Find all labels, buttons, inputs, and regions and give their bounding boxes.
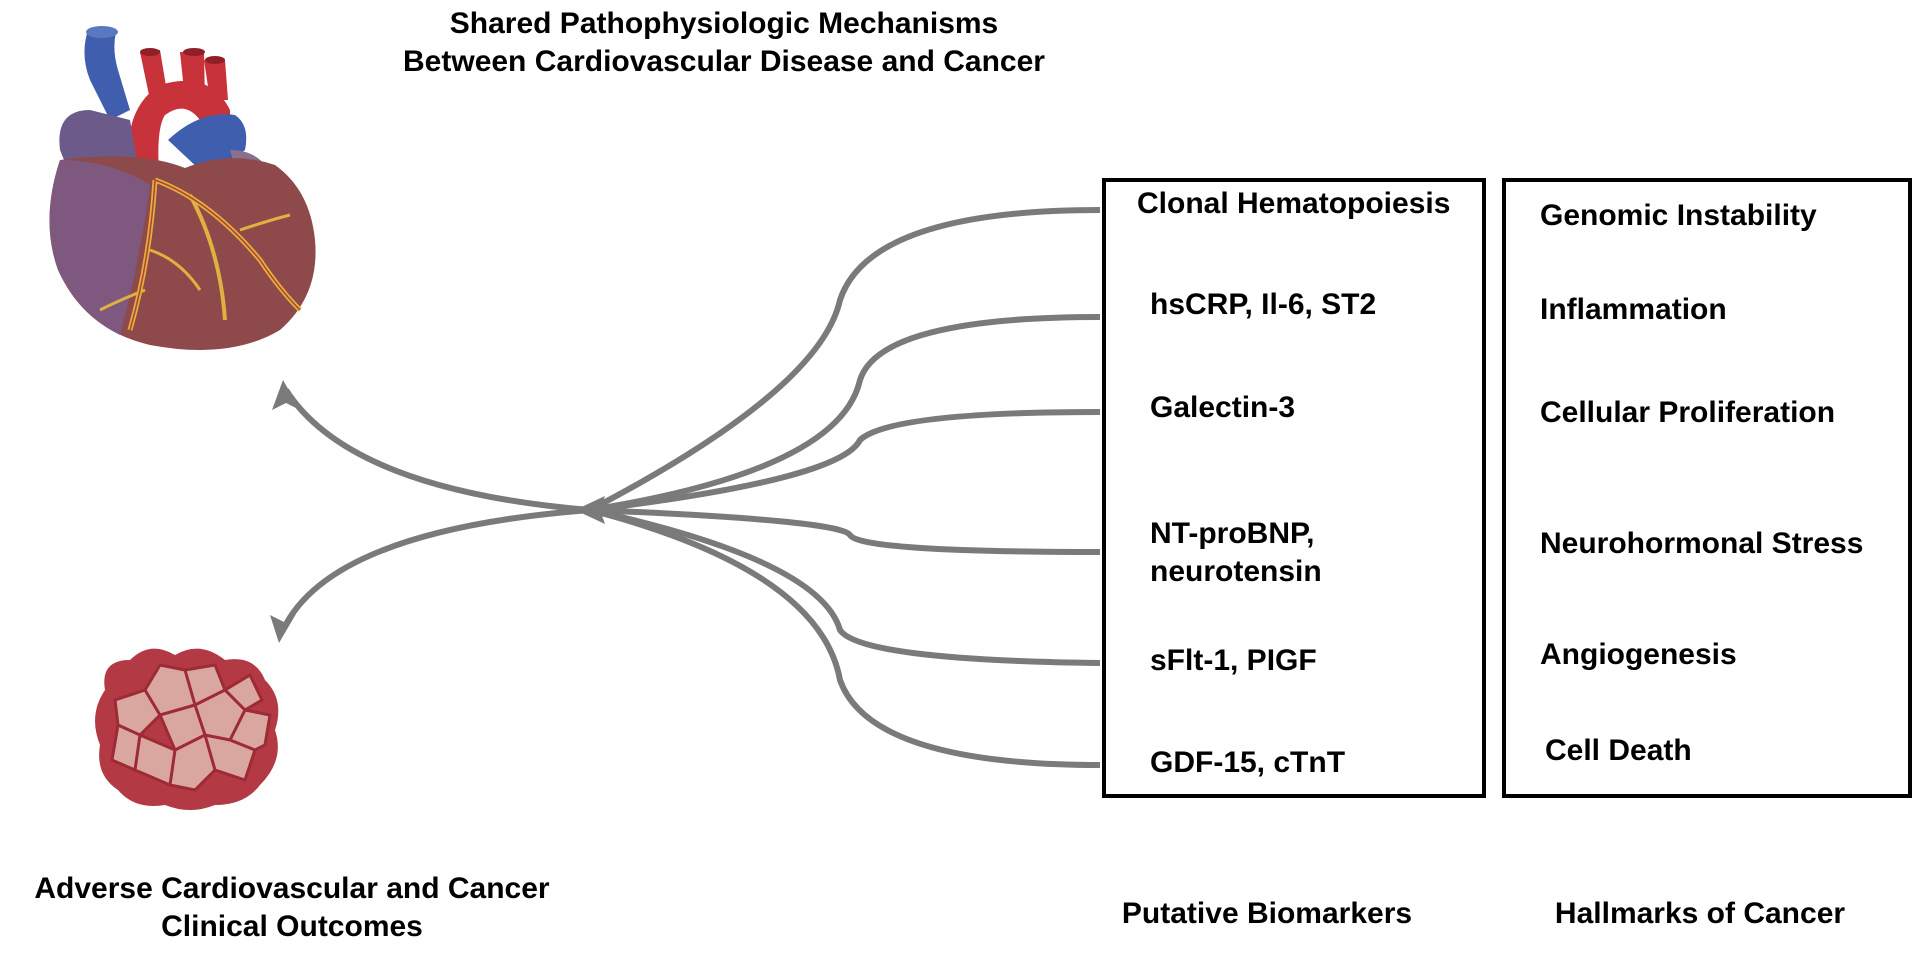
connector-clonal-hematopoiesis (588, 207, 1101, 513)
biomarker-sflt: sFlt-1, PIGF (1150, 644, 1317, 677)
connector-hscrp (589, 314, 1101, 513)
biomarker-neurotensin: neurotensin (1150, 555, 1322, 588)
biomarker-galectin: Galectin-3 (1150, 391, 1296, 424)
connector-to-tumor (280, 507, 591, 632)
arrowhead-convergence (575, 496, 605, 524)
arrowhead-heart (272, 380, 300, 410)
connector-ntprobnp (589, 507, 1101, 555)
tumor-illustration (95, 648, 279, 810)
biomarker-ntprobnp: NT-proBNP, (1150, 517, 1315, 550)
biomarker-gdf15: GDF-15, cTnT (1150, 746, 1346, 779)
connector-lines (280, 207, 1101, 768)
diagram-title-line1: Shared Pathophysiologic Mechanisms (449, 7, 999, 40)
hallmark-cellular-proliferation: Cellular Proliferation (1540, 396, 1836, 429)
arrowheads (270, 380, 605, 643)
hallmark-genomic-instability: Genomic Instability (1540, 199, 1817, 232)
connector-sflt (589, 507, 1101, 666)
hallmarks-box (1502, 178, 1912, 798)
biomarkers-box (1102, 178, 1486, 798)
connector-gdf15 (589, 507, 1101, 768)
outcomes-label-line1: Adverse Cardiovascular and Cancer (34, 872, 550, 905)
hallmarks-heading: Hallmarks of Cancer (1554, 897, 1846, 930)
biomarkers-heading: Putative Biomarkers (1121, 897, 1413, 930)
hallmark-angiogenesis: Angiogenesis (1540, 638, 1737, 671)
hallmark-inflammation: Inflammation (1540, 293, 1727, 326)
hallmark-cell-death: Cell Death (1545, 734, 1692, 767)
hallmark-neurohormonal-stress: Neurohormonal Stress (1540, 527, 1864, 560)
heart-illustration (49, 26, 316, 350)
arrowhead-tumor (270, 614, 296, 643)
diagram-title-line2: Between Cardiovascular Disease and Cance… (403, 45, 1045, 78)
biomarker-hscrp: hsCRP, Il-6, ST2 (1150, 288, 1377, 321)
connector-galectin (589, 409, 1101, 513)
connector-to-heart (283, 388, 591, 513)
biomarker-clonal-hematopoiesis: Clonal Hematopoiesis (1137, 187, 1451, 220)
outcomes-label-line2: Clinical Outcomes (161, 910, 423, 943)
